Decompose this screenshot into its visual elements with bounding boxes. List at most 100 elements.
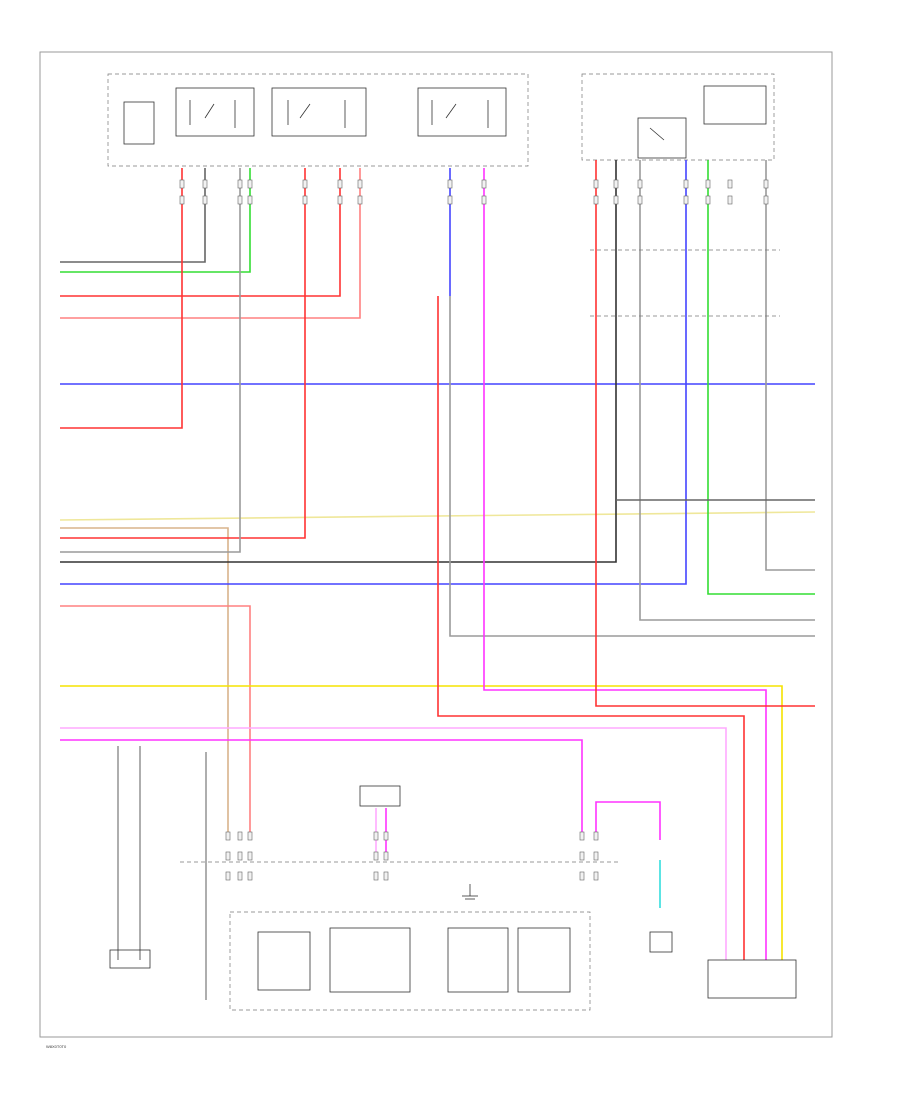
ground-icon [462, 884, 478, 900]
right-connector-assembly [707, 959, 797, 999]
wire-red-2 [60, 168, 361, 319]
connector-pin [383, 831, 389, 841]
connector-pin [481, 195, 487, 205]
connector-pin [247, 851, 253, 861]
connector-pin [247, 179, 253, 189]
connector-pin [179, 195, 185, 205]
connector-pin [337, 179, 343, 189]
wire-red-5 [60, 605, 251, 840]
diagram-frame [39, 51, 833, 1038]
connector-pin [357, 179, 363, 189]
page-label: W8X0T0T0 [46, 1044, 67, 1049]
connector-pin [727, 195, 733, 205]
connector-pin [579, 831, 585, 841]
connector-pin [683, 179, 689, 189]
wire-red-7 [595, 160, 815, 707]
middle-sensor [649, 931, 673, 953]
connector-pin [237, 195, 243, 205]
connector-pin [373, 871, 379, 881]
connector-pin [613, 195, 619, 205]
relay-3-body [417, 87, 507, 137]
connector-pin [383, 871, 389, 881]
connector-pin [302, 195, 308, 205]
connector-pin [579, 871, 585, 881]
connector-pin [593, 179, 599, 189]
fuse-block [123, 101, 155, 145]
wire-tan [60, 527, 229, 840]
connector-pin [579, 851, 585, 861]
connector-pins [179, 179, 769, 881]
top-small-connector [359, 785, 401, 807]
connector-pin [247, 831, 253, 841]
relay-3 [417, 87, 507, 137]
wire-red-3 [60, 168, 183, 429]
wire-magenta-1 [60, 739, 583, 840]
wire-yellow-2 [60, 685, 783, 960]
connector-pin [202, 179, 208, 189]
connector-pin [705, 179, 711, 189]
connector-pin [727, 179, 733, 189]
relay-1 [175, 87, 255, 137]
connector-pin [593, 831, 599, 841]
splice-markers [590, 249, 780, 317]
relay-2 [271, 87, 367, 137]
connector-pin [383, 851, 389, 861]
module-switch [637, 117, 687, 159]
connector-pin [763, 195, 769, 205]
wire-gray-4 [639, 160, 815, 621]
wire-black [60, 160, 617, 563]
wire-gray-5 [765, 160, 815, 571]
wire-harness [59, 160, 816, 1000]
relay-1-body [175, 87, 255, 137]
control-module-outline [229, 911, 591, 1011]
connector-pin [447, 179, 453, 189]
module-driver-b [517, 927, 571, 993]
connector-pin [593, 871, 599, 881]
connector-pin [225, 851, 231, 861]
wire-gray-2 [60, 168, 241, 553]
connector-pin [237, 871, 243, 881]
connector-pin [337, 195, 343, 205]
module-relay [257, 931, 311, 991]
connector-pin [302, 179, 308, 189]
relay-box-outline [107, 73, 529, 167]
connector-pin [593, 851, 599, 861]
wire-pink-1 [60, 727, 727, 960]
module-controller [703, 85, 767, 125]
wire-magenta-loop [595, 801, 661, 840]
right-module-box [581, 73, 775, 161]
connector-pin [247, 195, 253, 205]
connector-pin [357, 195, 363, 205]
engine-room-relay-box [107, 73, 529, 167]
module-logic [329, 927, 411, 993]
connector-pin [237, 179, 243, 189]
connector-pin [637, 195, 643, 205]
wire-green-top [60, 168, 251, 273]
connector-pin [225, 871, 231, 881]
connector-pin [593, 195, 599, 205]
connector-pin [373, 831, 379, 841]
connector-pin [683, 195, 689, 205]
connector-pin [247, 871, 253, 881]
control-module-assembly [180, 861, 620, 1011]
wire-magenta-2 [483, 168, 767, 960]
connector-pin [763, 179, 769, 189]
wire-gray-3 [449, 296, 815, 637]
wire-blue-2 [60, 160, 687, 585]
connector-pin [705, 195, 711, 205]
connector-pin [447, 195, 453, 205]
connector-pin [179, 179, 185, 189]
connector-pin [373, 851, 379, 861]
wire-red-6 [437, 296, 745, 960]
relay-2-body [271, 87, 367, 137]
wire-green-2 [707, 160, 815, 595]
module-box-outline [581, 73, 775, 161]
connector-pin [225, 831, 231, 841]
connector-pin [202, 195, 208, 205]
left-sensor [109, 949, 151, 969]
connector-pin [613, 179, 619, 189]
connector-pin [237, 851, 243, 861]
connector-pin [481, 179, 487, 189]
wire-red-1 [60, 168, 341, 297]
